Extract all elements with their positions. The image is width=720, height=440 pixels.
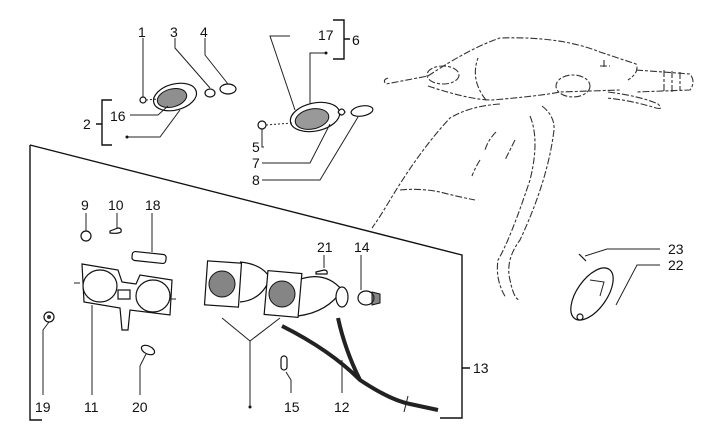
label-7: 7 xyxy=(252,155,260,171)
label-11: 11 xyxy=(84,399,99,415)
label-3: 3 xyxy=(170,24,178,40)
turn-indicator-right xyxy=(257,101,374,133)
instrument-bracket-11 xyxy=(74,263,176,331)
part-labels: 1 3 4 16 2 17 6 5 7 8 9 10 18 21 14 23 2… xyxy=(35,24,684,415)
cover-22 xyxy=(570,267,614,321)
leader-lines xyxy=(42,35,660,409)
label-8: 8 xyxy=(252,172,260,188)
clip-20 xyxy=(140,344,156,356)
gauge-left xyxy=(203,260,271,308)
label-13: 13 xyxy=(473,360,489,376)
label-20: 20 xyxy=(132,399,148,415)
label-6: 6 xyxy=(352,32,360,48)
gauge-right xyxy=(263,269,349,319)
label-18: 18 xyxy=(145,197,161,213)
plate-18 xyxy=(131,250,167,265)
bracket-2 xyxy=(96,99,112,146)
label-15: 15 xyxy=(284,399,300,415)
scooter-front-outline xyxy=(371,37,694,301)
label-22: 22 xyxy=(668,257,684,273)
turn-indicator-left xyxy=(139,82,237,112)
label-2: 2 xyxy=(83,116,91,132)
bracket-6 xyxy=(333,19,350,60)
bulb-15 xyxy=(280,355,288,371)
screw-21 xyxy=(315,269,328,275)
nut-19 xyxy=(43,311,55,323)
label-21: 21 xyxy=(317,239,333,255)
label-10: 10 xyxy=(108,197,124,213)
nut-9 xyxy=(80,230,92,242)
label-9: 9 xyxy=(81,197,89,213)
label-14: 14 xyxy=(354,239,370,255)
wiring-harness-12 xyxy=(281,317,439,413)
label-5: 5 xyxy=(252,139,260,155)
bulb-14 xyxy=(357,290,381,306)
screw-10 xyxy=(109,227,122,234)
label-17: 17 xyxy=(318,27,334,43)
label-23: 23 xyxy=(668,241,684,257)
label-16: 16 xyxy=(110,108,126,124)
label-12: 12 xyxy=(334,399,350,415)
label-1: 1 xyxy=(138,24,146,40)
label-19: 19 xyxy=(35,399,51,415)
screw-23 xyxy=(578,253,587,262)
kit-bracket-13 xyxy=(29,144,470,421)
label-4: 4 xyxy=(200,24,208,40)
